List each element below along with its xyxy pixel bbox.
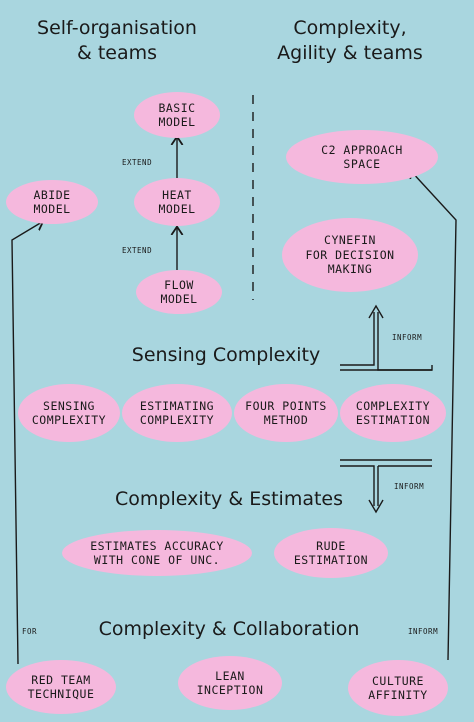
label-extend-bottom: EXTEND: [122, 246, 153, 255]
node-estimates-accuracy: ESTIMATES ACCURACY WITH CONE OF UNC.: [62, 530, 252, 576]
node-c2-approach-space: C2 APPROACH SPACE: [286, 130, 438, 184]
node-cynefin: CYNEFIN FOR DECISION MAKING: [282, 218, 418, 292]
node-four-points-method: FOUR POINTS METHOD: [234, 384, 338, 442]
label-inform-right: INFORM: [408, 627, 439, 636]
arrow-for: [11, 222, 42, 665]
node-estimating-complexity: ESTIMATING COMPLEXITY: [122, 384, 232, 442]
label-extend-top: EXTEND: [122, 158, 153, 167]
node-red-team-technique: RED TEAM TECHNIQUE: [6, 660, 116, 714]
arrow-inform-down-head: [368, 499, 384, 514]
arrow-inform-up-head: [368, 304, 384, 319]
node-basic-model: BASIC MODEL: [134, 92, 220, 138]
label-for: FOR: [22, 627, 38, 636]
section-complexity-collaboration: Complexity & Collaboration: [98, 618, 360, 640]
arrow-inform-up-left: [340, 312, 375, 366]
arrow-inform-down: [340, 465, 432, 506]
node-culture-affinity: CULTURE AFFINITY: [348, 660, 448, 716]
label-inform-down: INFORM: [394, 482, 425, 491]
node-flow-model: FLOW MODEL: [136, 270, 222, 314]
arrow-inform-right: [410, 170, 457, 661]
node-lean-inception: LEAN INCEPTION: [178, 656, 282, 710]
section-sensing-complexity: Sensing Complexity: [131, 344, 321, 366]
node-abide-model: ABIDE MODEL: [6, 180, 98, 224]
node-heat-model: HEAT MODEL: [134, 178, 220, 226]
node-rude-estimation: RUDE ESTIMATION: [274, 528, 388, 578]
section-complexity-estimates: Complexity & Estimates: [114, 488, 344, 510]
node-sensing-complexity: SENSING COMPLEXITY: [18, 384, 120, 442]
label-inform-up: INFORM: [392, 333, 423, 342]
heading-complexity-agility: Complexity, Agility & teams: [277, 17, 423, 64]
heading-self-organisation: Self-organisation & teams: [37, 17, 197, 64]
node-complexity-estimation: COMPLEXITY ESTIMATION: [340, 384, 446, 442]
